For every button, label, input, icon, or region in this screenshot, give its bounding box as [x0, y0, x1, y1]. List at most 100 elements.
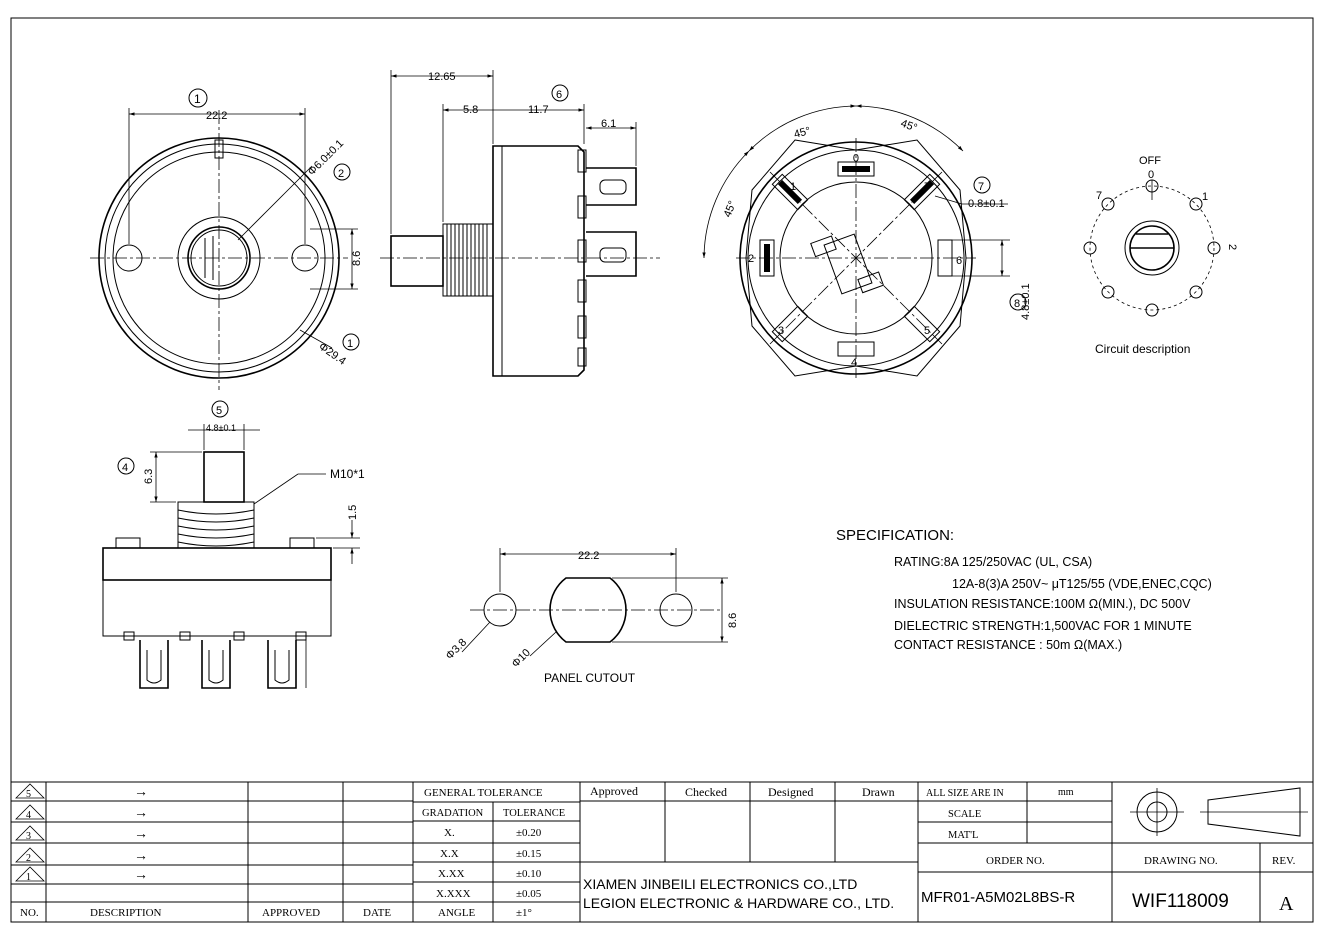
thread-label: M10*1 — [330, 467, 365, 481]
dim-6-3: 6.3 — [143, 469, 155, 484]
projection-symbol-icon — [1130, 787, 1308, 837]
rev-2: 2 — [26, 853, 31, 864]
balloon-1b: 1 — [347, 338, 353, 350]
dim-22-2: 22.2 — [206, 110, 227, 122]
approved-label: Approved — [590, 784, 638, 798]
rev-label: REV. — [1272, 855, 1296, 867]
drawing-no: WIF118009 — [1132, 891, 1229, 912]
dim-12-65: 12.65 — [428, 71, 456, 83]
spec-line-5: CONTACT RESISTANCE : 50m Ω(MAX.) — [894, 638, 1122, 652]
title-block: 5 4 3 2 1 → → → → → NO. DESCRIPTION APPR… — [11, 781, 1313, 922]
pos-3: 3 — [778, 325, 784, 337]
pos-0: 0 — [853, 151, 859, 163]
tolerance-header: TOLERANCE — [503, 808, 565, 819]
angle-left: 45° — [722, 199, 739, 219]
balloon-4: 4 — [122, 462, 128, 474]
tol-g-0: X. — [444, 827, 455, 839]
general-tolerance: GENERAL TOLERANCE — [424, 787, 543, 799]
tol-t-4: ±1° — [516, 907, 532, 919]
tol-t-1: ±0.15 — [516, 848, 542, 860]
order-no: MFR01-A5M02L8BS-R — [921, 889, 1075, 906]
tol-g-1: X.X — [440, 848, 459, 860]
rev-arrow-2: → — [134, 847, 148, 863]
panel-cutout: 22.2 8.6 Φ3.8 Φ10 PANEL CUTOUT — [444, 548, 739, 685]
scale-label: SCALE — [948, 809, 981, 820]
dim-8-6: 8.6 — [351, 251, 363, 266]
dim-11-7: 11.7 — [528, 104, 549, 116]
angle-top-left: 45° — [793, 125, 812, 141]
tol-t-2: ±0.10 — [516, 868, 542, 880]
specification: SPECIFICATION: RATING:8A 125/250VAC (UL,… — [836, 527, 1212, 652]
tol-g-4: ANGLE — [438, 907, 476, 919]
cutout-caption: PANEL CUTOUT — [544, 671, 636, 685]
pos-4: 4 — [851, 357, 857, 369]
dim-6-1: 6.1 — [601, 118, 616, 130]
sheet-border — [10, 17, 1314, 923]
pos-2: 2 — [748, 253, 754, 265]
col-date: DATE — [363, 907, 391, 919]
company-1: XIAMEN JINBEILI ELECTRONICS CO.,LTD — [583, 876, 857, 892]
dim-1-5: 1.5 — [347, 505, 359, 520]
side-view: 12.65 5.8 11.7 6 6.1 — [380, 70, 660, 377]
dim-shaft: 4.8±0.1 — [206, 423, 236, 433]
circuit-caption: Circuit description — [1095, 342, 1190, 356]
company-2: LEGION ELECTRONIC & HARDWARE CO., LTD. — [583, 895, 894, 911]
cutout-dim-8-6: 8.6 — [727, 613, 739, 628]
dim-5-8: 5.8 — [463, 104, 478, 116]
spec-line-1: RATING:8A 125/250VAC (UL, CSA) — [894, 555, 1092, 569]
rev-1: 1 — [26, 872, 31, 883]
rev-3: 3 — [26, 831, 31, 842]
balloon-8: 8 — [1014, 298, 1020, 310]
unit-label: mm — [1058, 787, 1074, 798]
spec-line-2: 12A-8(3)A 250V~ μT125/55 (VDE,ENEC,CQC) — [952, 577, 1212, 591]
circuit-pos-2: 2 — [1226, 244, 1238, 250]
rev-4: 4 — [26, 810, 31, 821]
col-approved: APPROVED — [262, 907, 320, 919]
spec-title: SPECIFICATION: — [836, 527, 954, 544]
balloon-2: 2 — [338, 168, 344, 180]
drawing-no-label: DRAWING NO. — [1144, 855, 1218, 867]
pos-1: 1 — [790, 181, 796, 193]
rev-arrow-5: → — [134, 783, 148, 799]
circuit-pos-7: 7 — [1096, 190, 1102, 202]
balloon-1: 1 — [194, 92, 201, 106]
front-view: 22.2 1 Φ6.0±0.1 2 8.6 Φ29.4 1 — [90, 88, 363, 390]
rev-arrow-4: → — [134, 804, 148, 820]
pos-7: 7 — [924, 181, 930, 193]
drawn-label: Drawn — [862, 785, 895, 799]
cutout-dim-22-2: 22.2 — [578, 550, 599, 562]
circuit-pos-0: 0 — [1148, 169, 1154, 181]
balloon-6: 6 — [556, 89, 562, 101]
elevation-view: 4.8±0.1 5 6.3 4 M10*1 1.5 — [102, 400, 365, 689]
pos-5: 5 — [924, 325, 930, 337]
rev-value: A — [1279, 893, 1294, 915]
designed-label: Designed — [768, 785, 813, 799]
tol-g-3: X.XXX — [436, 888, 471, 900]
pos-6: 6 — [956, 255, 962, 267]
circuit-off: OFF — [1139, 155, 1161, 167]
mat-label: MAT'L — [948, 830, 978, 841]
tol-g-2: X.XX — [438, 868, 465, 880]
rear-view: 0 1 7 2 6 3 5 4 45° 45° 45° 7 0.8±0.1 4.… — [702, 104, 1032, 378]
tol-t-0: ±0.20 — [516, 827, 542, 839]
cutout-hole-dia: Φ3.8 — [444, 637, 470, 663]
rev-5: 5 — [26, 789, 31, 800]
angle-top-right: 45° — [899, 118, 919, 135]
balloon-7: 7 — [978, 181, 984, 193]
circuit-pos-1: 1 — [1202, 191, 1208, 203]
spec-line-3: INSULATION RESISTANCE:100M Ω(MIN.), DC 5… — [894, 597, 1191, 611]
order-no-label: ORDER NO. — [986, 855, 1045, 867]
rev-arrow-3: → — [134, 825, 148, 841]
balloon-5: 5 — [216, 405, 222, 417]
cutout-center-dia: Φ10 — [510, 647, 533, 670]
spec-line-4: DIELECTRIC STRENGTH:1,500VAC FOR 1 MINUT… — [894, 619, 1192, 633]
checked-label: Checked — [685, 785, 727, 799]
rev-arrow-1: → — [134, 866, 148, 882]
col-description: DESCRIPTION — [90, 907, 162, 919]
circuit-description: OFF 0 7 1 2 Circuit description — [1083, 155, 1238, 356]
all-size-label: ALL SIZE ARE IN — [926, 788, 1004, 799]
tol-t-3: ±0.05 — [516, 888, 542, 900]
dim-0-8: 0.8±0.1 — [968, 198, 1005, 210]
col-no: NO. — [20, 907, 39, 919]
